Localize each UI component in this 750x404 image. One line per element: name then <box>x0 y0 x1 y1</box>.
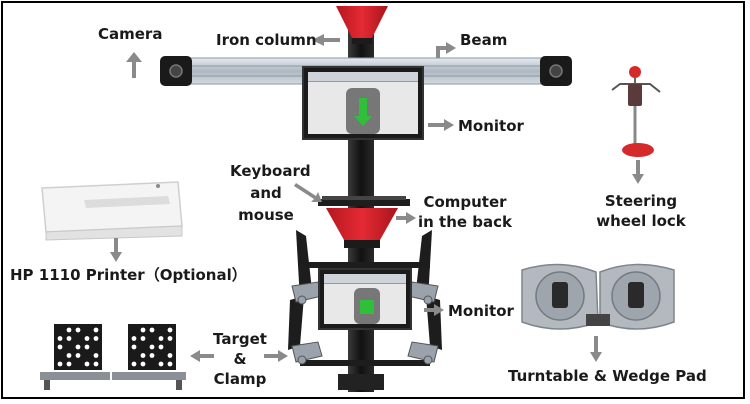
target-dot <box>66 327 72 333</box>
target-dot <box>57 336 63 341</box>
target-dot <box>75 344 81 350</box>
target-dot <box>131 344 137 350</box>
target-icon <box>40 324 186 390</box>
target-dot <box>66 361 72 367</box>
label-and: and <box>250 184 282 202</box>
turntable-icon <box>521 263 675 330</box>
computer-funnel <box>326 208 398 240</box>
target-dot <box>66 336 72 341</box>
target-dot <box>131 336 137 341</box>
target-dot <box>149 344 155 350</box>
target-dot <box>158 361 164 367</box>
target-dot <box>93 327 99 333</box>
label-monitor-top: Monitor <box>458 117 524 135</box>
target-dot <box>93 336 99 341</box>
label-printer: HP 1110 Printer（Optional） <box>10 266 247 284</box>
screen-green-block <box>360 300 374 314</box>
clamp-icon <box>291 281 439 365</box>
arrow-camera <box>126 52 142 78</box>
target-dot <box>75 327 81 333</box>
monitor-bottom-screen <box>324 274 406 324</box>
screen-green-arrow <box>359 98 367 116</box>
target-dot <box>140 327 146 333</box>
target-dot <box>140 336 146 341</box>
arrow-target-left <box>190 350 214 362</box>
camera-left-icon <box>160 56 192 86</box>
target-dot <box>149 327 155 333</box>
target-dot <box>167 353 173 358</box>
target-dot <box>131 361 137 367</box>
target-dot <box>84 344 90 350</box>
target-dot <box>140 353 146 358</box>
label-steering: Steering <box>604 192 678 210</box>
label-camera: Camera <box>98 25 163 43</box>
arrow-turntable <box>590 336 602 362</box>
monitor-bottom-icon <box>318 268 412 330</box>
target-dot <box>66 353 72 358</box>
monitor-top-screen <box>308 72 418 134</box>
arrow-monitor-top <box>428 119 454 131</box>
target-dot <box>140 361 146 367</box>
steering-wheel-lock-icon <box>611 66 661 157</box>
arrow-iron-column <box>312 34 340 46</box>
camera-right-icon <box>540 56 572 86</box>
target-dot <box>167 327 173 333</box>
target-dot <box>93 361 99 367</box>
label-turntable: Turntable & Wedge Pad <box>508 367 707 385</box>
arrow-monitor-bottom <box>424 304 444 316</box>
top-funnel <box>336 6 388 38</box>
arrow-printer <box>110 238 122 262</box>
target-dot <box>158 336 164 341</box>
target-dot <box>158 344 164 350</box>
label-monitor-bottom: Monitor <box>448 302 514 320</box>
arrow-steering <box>632 160 644 184</box>
label-wheel-lock: wheel lock <box>596 212 686 230</box>
label-computer: Computer <box>423 193 507 211</box>
target-dot <box>57 344 63 350</box>
label-in-the-back: in the back <box>418 213 513 231</box>
label-keyboard: Keyboard <box>230 162 311 180</box>
border-frame <box>1 1 745 399</box>
label-clamp: Clamp <box>213 370 267 388</box>
screen-green-arrowhead <box>354 116 372 126</box>
arrow-beam <box>436 42 456 58</box>
target-dot <box>57 361 63 367</box>
printer-icon <box>41 181 183 241</box>
target-dot <box>149 353 155 358</box>
screen-toolbar <box>308 72 418 82</box>
target-dot <box>75 353 81 358</box>
target-dot <box>93 353 99 358</box>
screen-toolbar-bottom <box>324 274 406 284</box>
arrow-target-right <box>264 350 288 362</box>
column-base <box>338 374 384 390</box>
label-beam: Beam <box>460 31 508 49</box>
label-amp: & <box>233 350 247 368</box>
monitor-top-icon <box>302 66 424 140</box>
arrow-keyboard <box>294 183 322 202</box>
keyboard-icon <box>318 196 410 206</box>
label-iron-column: Iron column <box>216 31 317 49</box>
arrow-computer <box>396 212 416 224</box>
label-target: Target <box>213 330 267 348</box>
target-dot <box>84 361 90 367</box>
target-dot <box>167 336 173 341</box>
target-dot <box>84 336 90 341</box>
target-dot <box>167 361 173 367</box>
label-mouse: mouse <box>238 206 294 224</box>
